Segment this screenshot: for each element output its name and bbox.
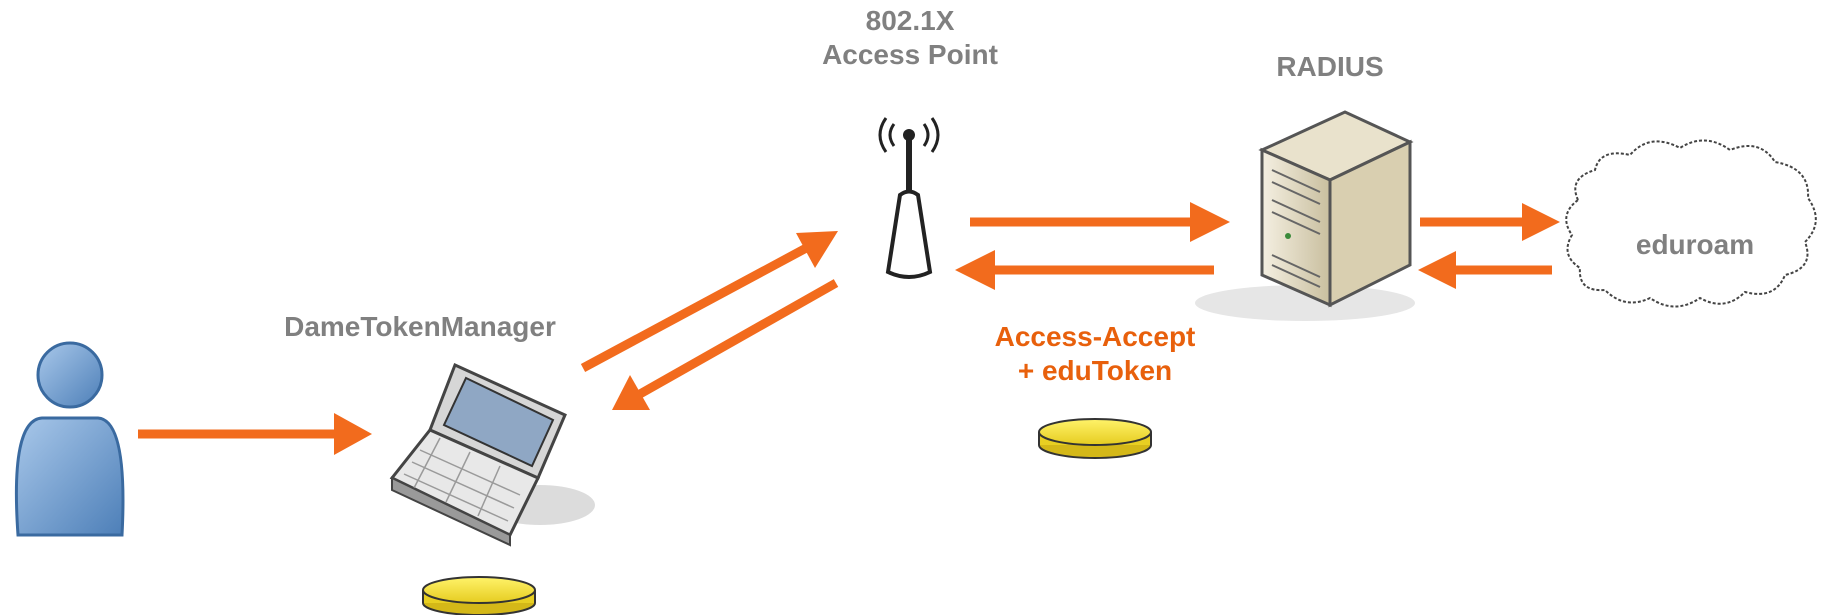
cloud-icon <box>1565 139 1817 308</box>
arrow-user-to-laptop <box>138 413 372 455</box>
access-point-icon <box>878 117 940 279</box>
federation-label: eduroam <box>1635 229 1755 260</box>
token-icon <box>422 576 536 615</box>
access-point-label-line1: 802.1X <box>865 5 955 36</box>
access-accept-line1: Access-Accept <box>994 321 1196 352</box>
arrow-access-point-to-laptop <box>612 279 839 410</box>
access-accept-line2: + eduToken <box>1017 355 1173 386</box>
arrow-access-point-to-radius <box>970 202 1230 242</box>
arrow-radius-to-eduroam <box>1420 203 1560 241</box>
radius-label: RADIUS <box>1276 51 1384 82</box>
access-point-label-line2: Access Point <box>822 39 998 70</box>
server-icon <box>1195 110 1415 321</box>
access-accept-message: Access-Accept + eduToken <box>930 320 1260 388</box>
arrow-radius-to-access-point <box>955 250 1214 290</box>
token-icon <box>1038 418 1152 459</box>
arrow-laptop-to-access-point <box>580 231 838 372</box>
access-point-label: 802.1X Access Point <box>760 4 1060 72</box>
client-label: DameTokenManager <box>284 311 556 342</box>
user-icon <box>14 341 125 537</box>
arrow-eduroam-to-radius <box>1418 251 1552 289</box>
laptop-icon <box>389 362 595 547</box>
